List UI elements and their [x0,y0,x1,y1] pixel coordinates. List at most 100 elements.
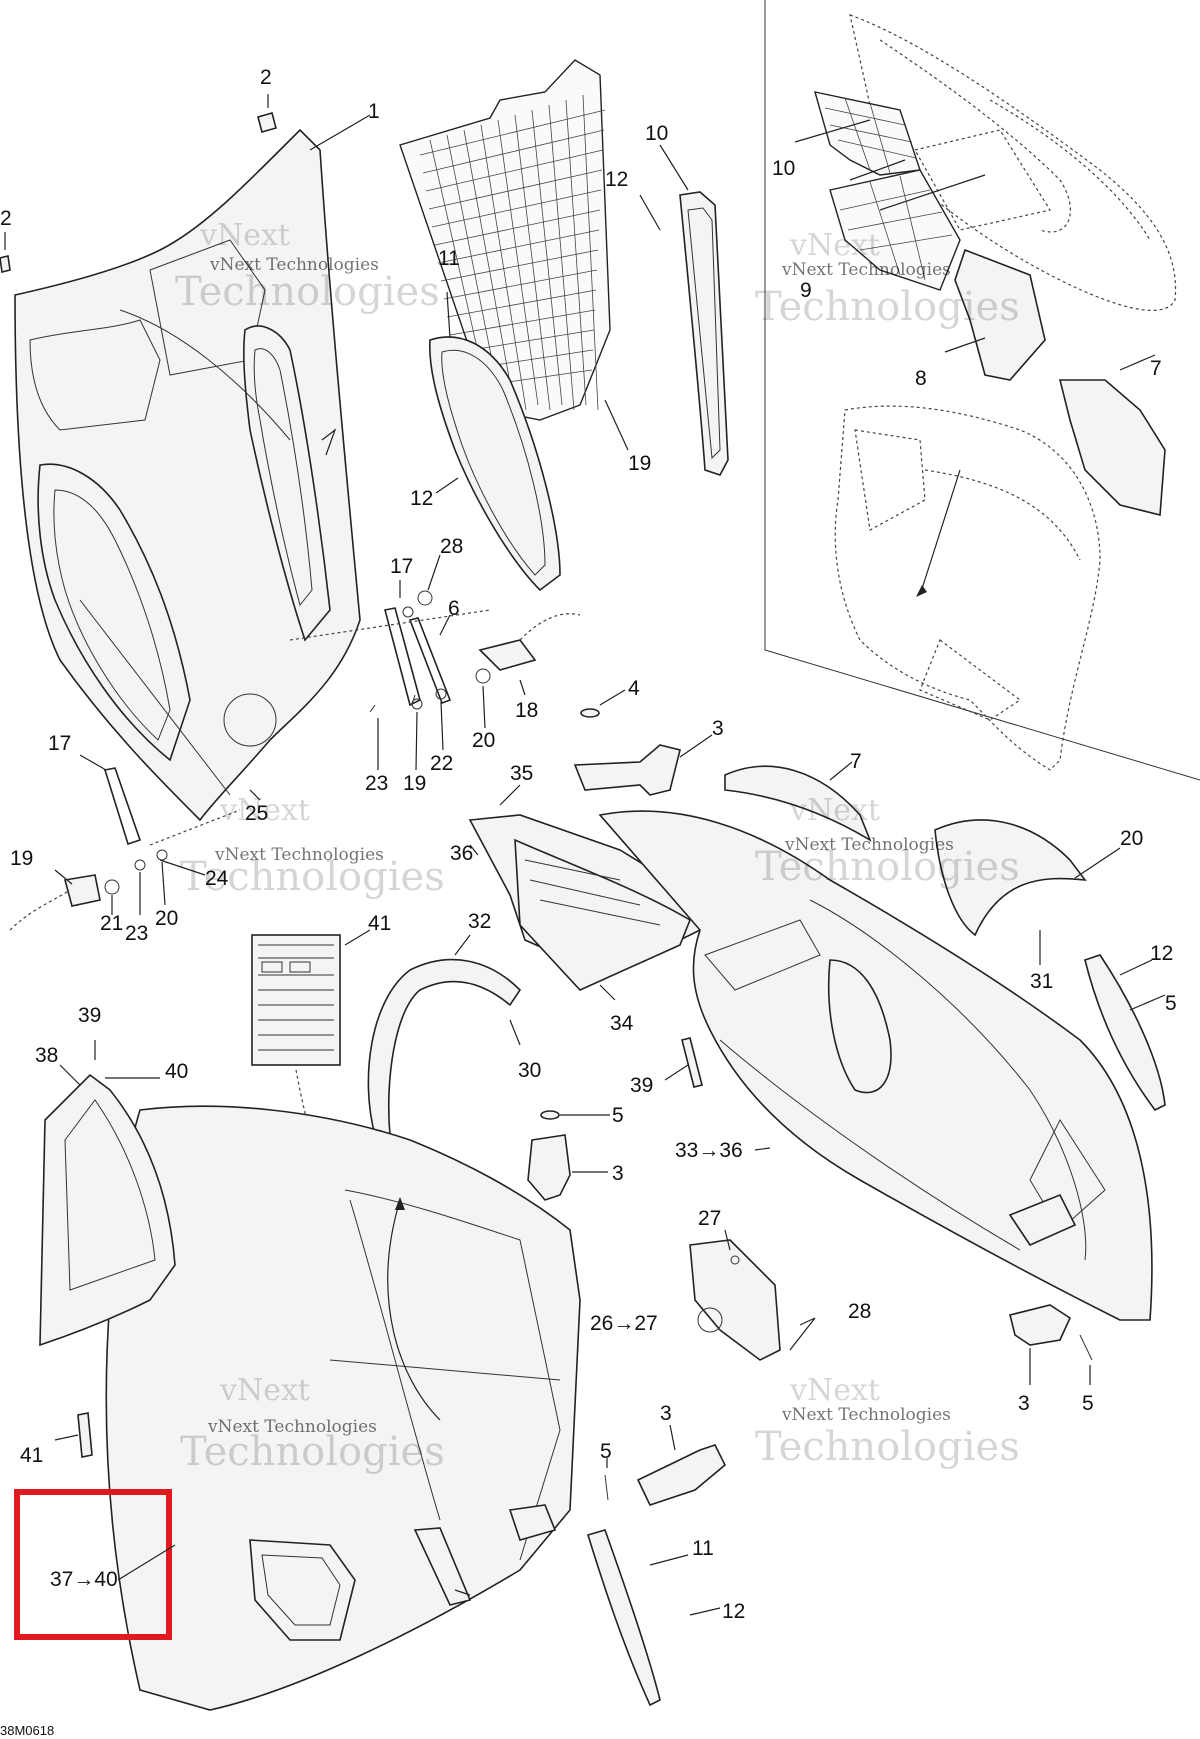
svg-text:vNext: vNext [219,1373,310,1408]
callout-33-36: 33→36 [675,1139,743,1162]
part-4-cap-mid [540,1110,560,1120]
svg-text:vNext Technologies: vNext Technologies [781,260,951,280]
callout-22-left: 23 [125,922,148,945]
part-42-warning-label [251,929,431,1441]
bracket-hardware-group [289,554,581,713]
callout-15: 8 [915,367,927,390]
callout-31: 32 [468,910,491,933]
callout-3-top: 3 [712,717,724,740]
callout-25: 28 [440,535,463,558]
part-5-screw-right [1079,1334,1093,1361]
callout-36: 36 [450,842,473,865]
callout-42: 41 [368,912,391,935]
callout-12-left: 12 [410,487,433,510]
callout-20-left: 20 [155,907,178,930]
part-3-handle-lower [636,1444,726,1506]
part-8-side-grille [659,144,729,476]
svg-text:Technologies: Technologies [180,854,445,900]
svg-text:vNext: vNext [789,228,880,263]
svg-text:vNext: vNext [219,793,310,828]
callout-2-left: 2 [0,207,12,230]
callout-38: 38 [35,1044,58,1067]
callout-11: 11 [692,1537,714,1560]
svg-text:Technologies: Technologies [755,1424,1020,1470]
part-7-trim [724,765,872,842]
callout-1: 1 [368,100,380,123]
callout-41-right: 39 [630,1074,653,1097]
part-26-27-bracket [689,1229,816,1361]
part-2-clip-left [0,255,11,273]
svg-text:vNext: vNext [789,1373,880,1408]
callout-17-left: 17 [48,732,71,755]
callout-3-right: 3 [1018,1392,1030,1415]
part-15-plate [954,248,1046,381]
callout-40: 40 [165,1060,188,1083]
part-11-side-grille [586,1529,721,1707]
callout-17-top: 17 [390,555,413,578]
callout-3-lower: 3 [660,1402,672,1425]
callout-22-top: 22 [430,752,453,775]
callout-19: 19 [10,847,33,870]
callout-21-top: 20 [472,729,495,752]
callout-18: 18 [515,699,538,722]
callout-37-40: 37→40 [50,1568,118,1591]
callout-30: 20 [1120,827,1143,850]
callout-2-top: 2 [260,66,272,89]
callout-23-top: 23 [365,772,388,795]
callout-16: 10 [772,157,795,180]
callout-21-left: 21 [100,912,123,935]
callout-13: 7 [1150,357,1162,380]
part-14-patch [829,169,961,291]
callout-35: 35 [510,762,533,785]
svg-text:vNext Technologies: vNext Technologies [784,835,954,855]
svg-text:vNext: vNext [789,793,880,828]
part-38-frame [39,1040,176,1347]
callout-23-left: 24 [205,867,229,890]
part-41-strip-right [681,1037,703,1088]
svg-text:Technologies: Technologies [180,1429,445,1475]
part-3-handle-right [1009,1304,1072,1346]
part-16-patch [814,91,921,176]
callout-5-right: 5 [1082,1392,1094,1415]
part-2-clip-top [257,112,277,133]
part-33-36-right-side-panel [598,810,1153,1321]
part-10-side-grille [1084,954,1166,1112]
inset-detail-panel: 10 9 8 7 [764,0,1200,781]
callout-20-top: 19 [403,772,426,795]
part-31-trim [367,934,522,1136]
callout-27: 27 [698,1207,721,1230]
callout-8: 10 [645,122,668,145]
callout-29: 19 [628,452,651,475]
callout-7: 7 [850,750,862,773]
part-3-handle-top [573,689,713,796]
callout-10: 5 [1165,992,1177,1015]
part-lower-front-panel [105,1105,581,1711]
callout-34: 34 [610,1012,634,1035]
svg-text:vNext Technologies: vNext Technologies [214,845,384,865]
highlight-box [14,1489,172,1640]
part-1-upper-panel [14,114,371,822]
callout-32-right: 31 [1030,970,1053,993]
callout-6: 6 [448,597,460,620]
callout-5-lower: 5 [600,1440,612,1463]
part-34-center-bracket [468,784,711,1001]
callout-32-mid: 30 [518,1059,541,1082]
part-30-vent [934,819,1087,937]
callout-14: 9 [800,279,812,302]
svg-text:vNext Technologies: vNext Technologies [209,255,379,275]
part-41-strip-left [77,1412,93,1458]
svg-text:vNext Technologies: vNext Technologies [781,1405,951,1425]
svg-text:vNext Technologies: vNext Technologies [207,1417,377,1437]
callout-28: 28 [848,1300,871,1323]
svg-text:Technologies: Technologies [175,269,440,315]
callout-24: 25 [245,802,268,825]
part-13-patch [1058,379,1166,517]
callout-12-top: 12 [605,168,628,191]
figure-code: 38M0618 [0,1723,54,1738]
bracket-lower-left-group [9,754,261,931]
part-5-screw-lower [604,1474,609,1501]
part-29-grid-pad [399,59,629,451]
svg-text:Technologies: Technologies [755,844,1020,890]
svg-text:vNext: vNext [199,218,290,253]
